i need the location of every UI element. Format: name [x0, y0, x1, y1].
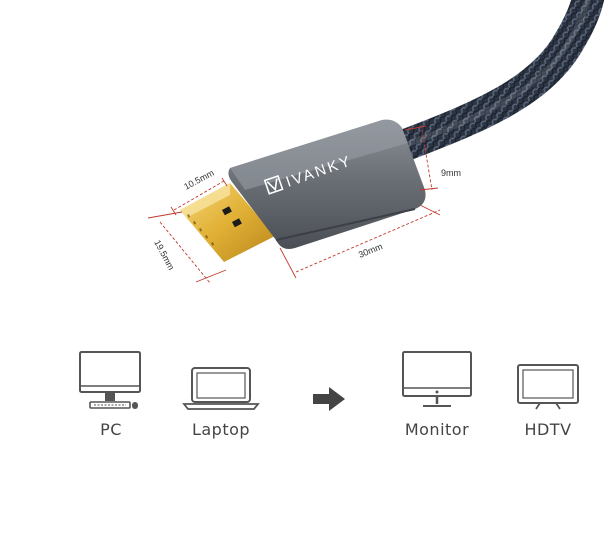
arrow-right-icon [313, 387, 345, 411]
device-label-laptop: Laptop [191, 420, 251, 439]
ivanky-logo-icon [263, 174, 284, 195]
connector-housing [228, 119, 426, 250]
device-label-monitor: Monitor [404, 420, 470, 439]
laptop-icon [182, 367, 260, 410]
dim-plug-width: 10.5mm [182, 168, 215, 192]
dim-plug-height: 19.5mm [152, 238, 176, 271]
device-label-pc: PC [100, 420, 122, 439]
dimension-lines [147, 125, 441, 284]
tv-icon [517, 364, 579, 410]
device-label-hdtv: HDTV [524, 420, 572, 439]
displayport-connector [180, 183, 275, 262]
dim-housing-thickness: 9mm [441, 168, 461, 178]
braided-cable [382, 0, 605, 164]
desktop-pc-icon [79, 351, 141, 409]
connector-pins [186, 214, 215, 246]
monitor-icon [402, 351, 472, 407]
